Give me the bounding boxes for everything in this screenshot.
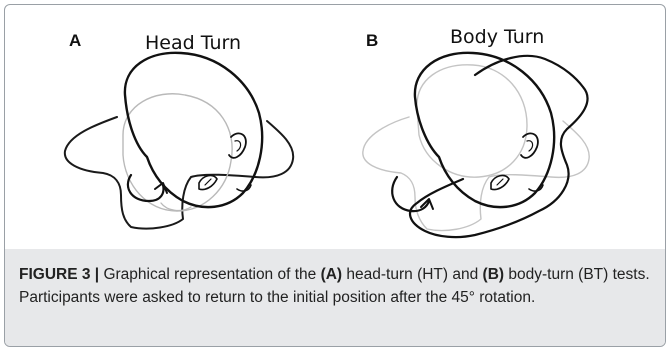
panel-b-drawing: [363, 53, 589, 237]
caption-ref-b: (B): [483, 266, 505, 283]
caption-ref-a: (A): [321, 266, 343, 283]
illustration-svg: [5, 5, 666, 249]
figure-caption: FIGURE 3 | Graphical representation of t…: [5, 249, 666, 347]
panel-a-drawing: [65, 53, 293, 229]
caption-text-part-2: head-turn (HT) and: [342, 266, 482, 283]
caption-text-part-1: Graphical representation of the: [99, 266, 320, 283]
figure-illustration: A Head Turn B Body Turn: [5, 5, 666, 249]
caption-figure-label: FIGURE 3 |: [19, 266, 99, 283]
figure-card: A Head Turn B Body Turn: [4, 4, 666, 347]
